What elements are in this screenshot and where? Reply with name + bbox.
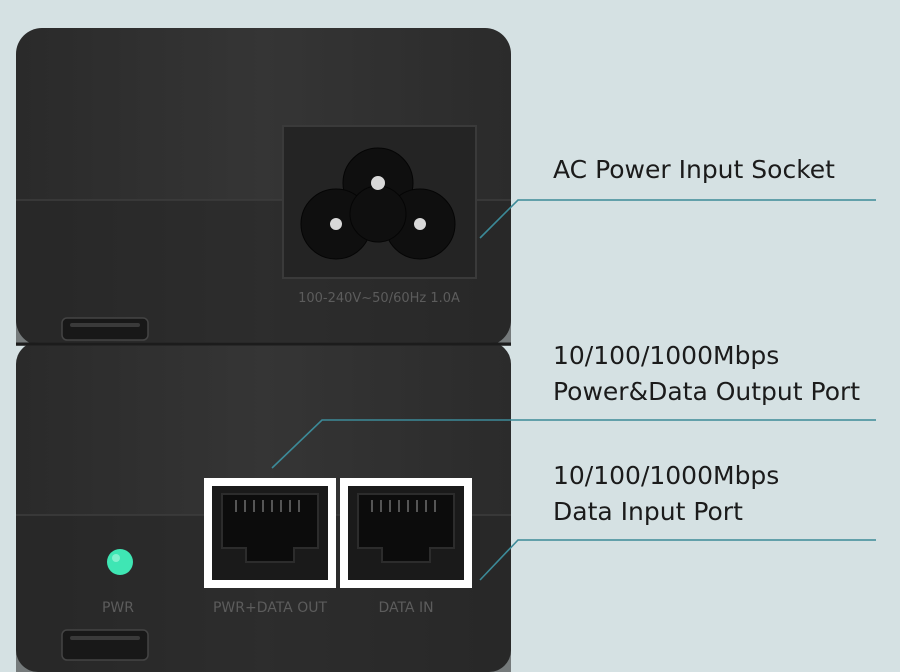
callout-out-line2: Power&Data Output Port (553, 377, 861, 406)
callout-data-input: 10/100/1000Mbps Data Input Port (553, 458, 779, 530)
pwr-led-indicator (107, 549, 133, 575)
callout-in-line2: Data Input Port (553, 497, 743, 526)
socket-pin-right (414, 218, 426, 230)
callout-ac-power: AC Power Input Socket (553, 152, 835, 188)
leader-line-input (479, 539, 876, 581)
leader-lines (271, 199, 876, 581)
callout-out-line1: 10/100/1000Mbps (553, 341, 780, 370)
upper-mounting-foot (61, 317, 149, 341)
socket-pin-top (371, 176, 385, 190)
device-upper-panel: 100-240V~50/60Hz 1.0A (16, 28, 511, 346)
leader-line-ac (479, 199, 876, 239)
lower-mounting-foot (61, 629, 149, 661)
callout-in-line1: 10/100/1000Mbps (553, 461, 780, 490)
leader-line-output (271, 419, 876, 469)
socket-pin-left (330, 218, 342, 230)
socket-rating-label: 100-240V~50/60Hz 1.0A (298, 291, 460, 306)
upper-foot-highlight (70, 323, 140, 327)
pwr-led-glare (112, 554, 120, 562)
callout-ac-line1: AC Power Input Socket (553, 155, 835, 184)
port-out-label: PWR+DATA OUT (213, 600, 328, 616)
port-in-label: DATA IN (378, 600, 433, 616)
port-data-in[interactable] (340, 478, 472, 588)
device-lower-panel: PWR PWR+DATA OUT D (16, 342, 511, 672)
callout-data-output: 10/100/1000Mbps Power&Data Output Port (553, 338, 860, 410)
lower-foot-highlight (70, 636, 140, 640)
ac-power-socket[interactable] (282, 125, 477, 279)
socket-lobe-center (349, 185, 407, 243)
pwr-label: PWR (102, 600, 134, 616)
port-pwr-data-out[interactable] (204, 478, 336, 588)
